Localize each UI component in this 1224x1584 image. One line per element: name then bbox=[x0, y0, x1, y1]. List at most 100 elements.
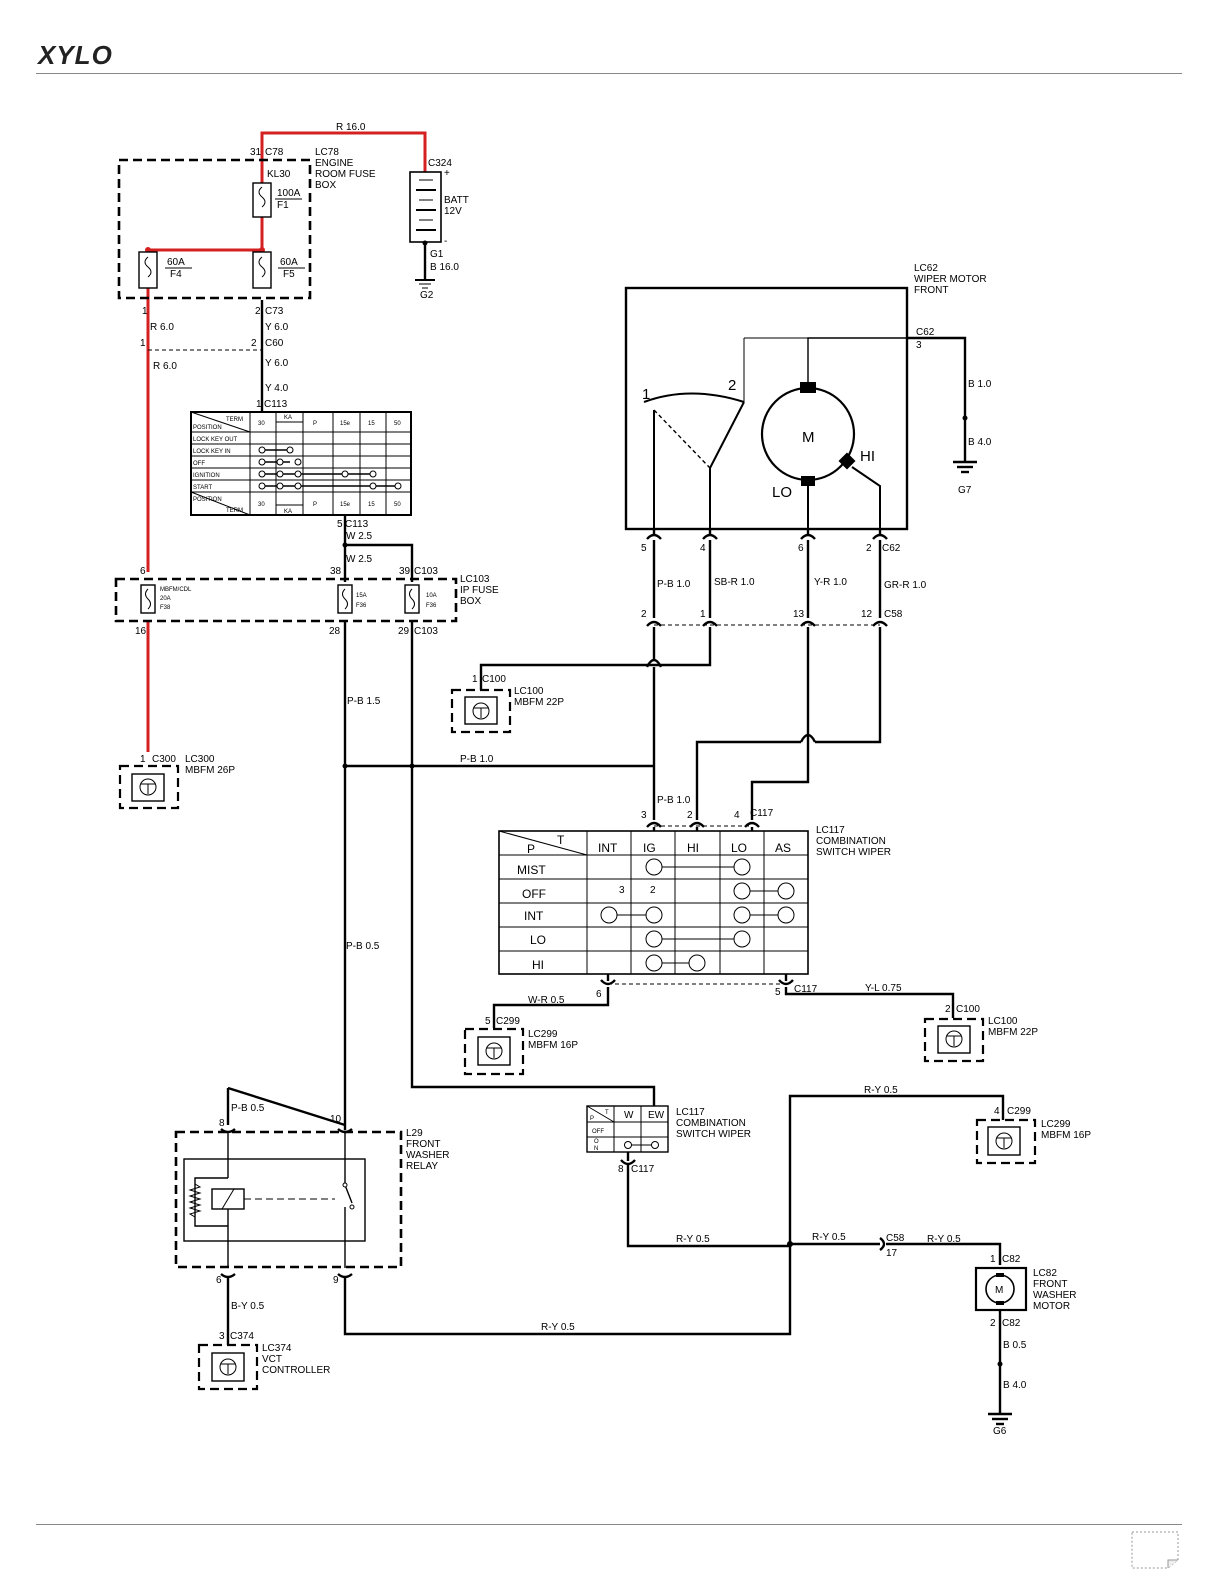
wire-label: P-B 0.5 bbox=[346, 941, 380, 952]
wiper-motor-m: M bbox=[802, 429, 815, 446]
pin-c60-2: 2 bbox=[251, 338, 257, 349]
ign-row-3: OFF bbox=[193, 461, 205, 467]
combo-switch-name-3: SWITCH WIPER bbox=[816, 847, 891, 858]
battery bbox=[409, 171, 442, 289]
fuse-10a-name: F36 bbox=[426, 603, 437, 609]
combo-switch-name-2: COMBINATION bbox=[816, 836, 886, 847]
battery-label-1: BATT bbox=[444, 195, 469, 206]
pin-c113-1: 1 bbox=[256, 399, 262, 410]
lc374-vct-controller bbox=[197, 1343, 259, 1391]
pin-c103-6: 6 bbox=[140, 566, 146, 577]
ign-col-15: 15 bbox=[368, 421, 375, 427]
connector-c113-top: C113 bbox=[264, 399, 288, 410]
combo-head-t: T bbox=[557, 833, 565, 847]
combo-row-int: INT bbox=[524, 909, 544, 923]
c117-bottom-wires bbox=[492, 974, 955, 1028]
pin-c299-4: 4 bbox=[994, 1106, 1000, 1117]
header-rule bbox=[36, 73, 1182, 74]
pin-c103-38: 38 bbox=[330, 566, 342, 577]
wire-label: R-Y 0.5 bbox=[541, 1322, 575, 1333]
wiper-park-1: 1 bbox=[642, 386, 650, 403]
battery-ground-wire: B 16.0 bbox=[430, 262, 459, 273]
ign-col-15e-b: 15e bbox=[340, 502, 351, 508]
fuse-box-name-3: ROOM FUSE bbox=[315, 169, 376, 180]
pin-c117-2: 2 bbox=[687, 810, 693, 821]
pin-c103-39: 39 bbox=[399, 566, 411, 577]
wire-label: R-Y 0.5 bbox=[676, 1234, 710, 1245]
connector-c299-left: C299 bbox=[496, 1016, 520, 1027]
combo-col-int: INT bbox=[598, 841, 618, 855]
wire-label: R 16.0 bbox=[336, 122, 366, 133]
lc299-module-right bbox=[975, 1118, 1037, 1165]
wire-label: SB-R 1.0 bbox=[714, 577, 755, 588]
wire-label: Y-R 1.0 bbox=[814, 577, 847, 588]
relay-pin-10: 10 bbox=[330, 1114, 342, 1125]
relay-name-2: FRONT bbox=[406, 1139, 440, 1150]
wire-label: P-B 1.5 bbox=[347, 696, 381, 707]
fuse-box-name-1: LC78 bbox=[315, 147, 339, 158]
pin-c62-6: 6 bbox=[798, 543, 804, 554]
combo-cell-2: 2 bbox=[650, 885, 656, 896]
battery-connector: C324 bbox=[428, 158, 452, 169]
connector-c78: C78 bbox=[265, 147, 284, 158]
wire-label: R-Y 0.5 bbox=[927, 1234, 961, 1245]
fuse-f38-rating: 20A bbox=[160, 596, 171, 602]
pin-c117-3: 3 bbox=[641, 810, 647, 821]
pin-c62-2: 2 bbox=[866, 543, 872, 554]
ign-position-bottom: POSITION bbox=[193, 497, 222, 503]
combo-col-hi: HI bbox=[687, 841, 699, 855]
ign-row-5: START bbox=[193, 485, 212, 491]
ign-position-top: POSITION bbox=[193, 425, 222, 431]
wire-label: Y 6.0 bbox=[265, 358, 289, 369]
c58-to-switch-wires bbox=[479, 627, 882, 820]
wire-label: B 1.0 bbox=[968, 379, 992, 390]
connector-c58-washer: C58 bbox=[886, 1233, 905, 1244]
washer-motor-name-2: FRONT bbox=[1033, 1279, 1067, 1290]
wire-label: R 6.0 bbox=[150, 322, 174, 333]
pin-c300-1: 1 bbox=[140, 754, 146, 765]
combo-head-p: P bbox=[527, 842, 535, 856]
ip-fuse-box bbox=[114, 577, 458, 623]
relay-name-4: RELAY bbox=[406, 1161, 438, 1172]
front-washer-relay bbox=[174, 1086, 403, 1345]
battery-plus: + bbox=[444, 168, 450, 179]
lc374-name-2: VCT bbox=[262, 1354, 282, 1365]
ign-col-ka-b: KA bbox=[284, 509, 292, 515]
connector-c117-washer: C117 bbox=[631, 1164, 655, 1175]
pin-c299-5: 5 bbox=[485, 1016, 491, 1027]
motor-to-c58-wires bbox=[646, 540, 888, 627]
wire-label: P-B 0.5 bbox=[231, 1103, 265, 1114]
washer-motor-name-1: LC82 bbox=[1033, 1268, 1057, 1279]
washer-motor-name-4: MOTOR bbox=[1033, 1301, 1070, 1312]
ign-col-30: 30 bbox=[258, 421, 265, 427]
connector-c374: C374 bbox=[230, 1331, 254, 1342]
pin-c103-16: 16 bbox=[135, 626, 147, 637]
wiper-motor-front bbox=[624, 286, 918, 531]
washer-switch-table bbox=[586, 1105, 790, 1248]
ign-row-4: IGNITION bbox=[193, 473, 220, 479]
page-curl-icon bbox=[1131, 1531, 1179, 1569]
washer-motor-name-3: WASHER bbox=[1033, 1290, 1077, 1301]
pin-c73-1: 1 bbox=[142, 306, 148, 317]
ign-col-p: P bbox=[313, 421, 317, 427]
washer-row-on-1: O bbox=[594, 1139, 599, 1145]
connector-c100-upper: C100 bbox=[482, 674, 506, 685]
washer-switch-name-3: SWITCH WIPER bbox=[676, 1129, 751, 1140]
wire-label: W 2.5 bbox=[346, 531, 373, 542]
pin-c117-4: 4 bbox=[734, 810, 740, 821]
wire-label: Y 6.0 bbox=[265, 322, 289, 333]
ign-col-30-b: 30 bbox=[258, 502, 265, 508]
connector-c73: C73 bbox=[265, 306, 284, 317]
connector-c62-side: C62 bbox=[916, 327, 935, 338]
battery-ground: G1 bbox=[430, 249, 444, 260]
battery-label-2: 12V bbox=[444, 206, 462, 217]
lc300-module bbox=[118, 764, 180, 810]
wire-label: B 0.5 bbox=[1003, 1340, 1027, 1351]
pin-c117-5: 5 bbox=[775, 987, 781, 998]
ign-term-top: TERM bbox=[226, 417, 243, 423]
connector-c82-top: C82 bbox=[1002, 1254, 1021, 1265]
ground-g6: G6 bbox=[993, 1426, 1007, 1437]
front-washer-motor bbox=[974, 1266, 1028, 1426]
fuse-f5-name: F5 bbox=[283, 269, 295, 280]
